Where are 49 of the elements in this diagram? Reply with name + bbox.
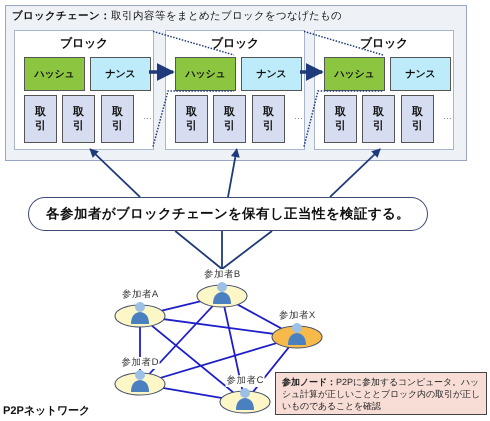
- block-box: [314, 30, 454, 150]
- network-title: P2Pネットワーク: [3, 404, 90, 418]
- block-title: ブロック: [59, 35, 109, 52]
- connector-line: [174, 230, 223, 270]
- note-box: 参加ノード：P2Pに参加するコンピュータ。ハッシュ計算が正しいこととブロック内の取引が正しいものであることを確認: [275, 372, 487, 415]
- ellipsis: …: [443, 111, 452, 121]
- arrow: [89, 148, 141, 198]
- participant-label: 参加者D: [120, 357, 160, 369]
- connector-line: [237, 304, 282, 330]
- transaction-box: 取引: [213, 95, 246, 143]
- block-title: ブロック: [210, 35, 260, 52]
- block-title: ブロック: [359, 35, 409, 52]
- block-box: [165, 30, 305, 150]
- hash-box: ハッシュ: [175, 57, 236, 91]
- hash-box: ハッシュ: [24, 57, 85, 91]
- transaction-box: 取引: [252, 95, 285, 143]
- transaction-box: 取引: [175, 95, 208, 143]
- hash-box: ハッシュ: [324, 57, 385, 91]
- connector-line: [162, 300, 200, 312]
- nonce-box: ナンス: [90, 57, 151, 91]
- connector-line: [151, 325, 234, 393]
- connector-line: [160, 342, 277, 379]
- participant-label: 参加者C: [226, 375, 264, 387]
- arrow: [149, 63, 175, 81]
- transaction-box: 取引: [362, 95, 395, 143]
- participant-label: 参加者B: [202, 269, 242, 281]
- arrow: [300, 63, 324, 81]
- connector-line: [221, 231, 223, 269]
- nonce-box: ナンス: [390, 57, 451, 91]
- panel-heading: ブロックチェーン：取引内容等をまとめたブロックをつなげたもの: [12, 9, 342, 23]
- connector-line: [221, 230, 273, 270]
- transaction-box: 取引: [324, 95, 357, 143]
- connector-line: [163, 387, 222, 399]
- transaction-box: 取引: [401, 95, 434, 143]
- participant-label: 参加者X: [278, 310, 316, 322]
- statement-banner: 各参加者がブロックチェーンを保有し正当性を検証する。: [28, 197, 428, 231]
- transaction-box: 取引: [24, 95, 57, 143]
- ellipsis: …: [294, 111, 303, 121]
- transaction-box: 取引: [101, 95, 134, 143]
- arrow: [227, 148, 240, 198]
- ellipsis: …: [143, 111, 152, 121]
- connector-line: [148, 306, 214, 374]
- nonce-box: ナンス: [241, 57, 302, 91]
- blockchain-panel: [5, 5, 467, 161]
- block-box: [14, 30, 154, 150]
- arrow: [329, 148, 381, 198]
- connector-line: [164, 318, 274, 335]
- transaction-box: 取引: [62, 95, 95, 143]
- participant-label: 参加者A: [120, 289, 160, 301]
